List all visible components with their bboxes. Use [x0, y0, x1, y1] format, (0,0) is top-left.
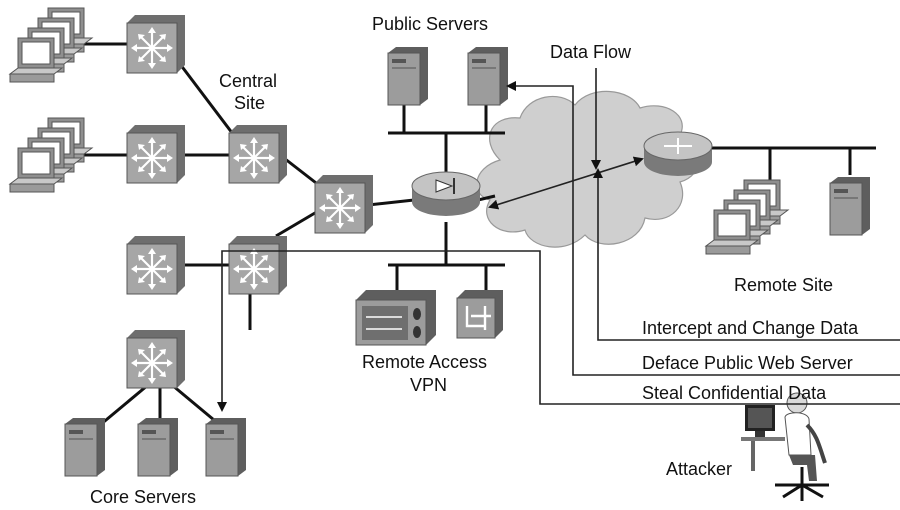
switch-icon: [125, 234, 187, 296]
pc-stack-icon: [10, 8, 92, 82]
attacker-icon: [741, 392, 829, 501]
central-site-label-line2: Site: [234, 93, 265, 113]
attack-paths: [217, 68, 900, 412]
steal-label: Steal Confidential Data: [642, 383, 827, 403]
server-icon: [205, 417, 247, 477]
router-icon: [643, 131, 713, 177]
firewall-icon: [411, 171, 481, 217]
attacker-label: Attacker: [666, 459, 732, 479]
core-servers-label: Core Servers: [90, 487, 196, 507]
central-site-label-line1: Central: [219, 71, 277, 91]
switch-icon: [125, 123, 187, 185]
switch-icon: [313, 173, 375, 235]
public-servers-label: Public Servers: [372, 14, 488, 34]
server-icon: [64, 417, 106, 477]
server-icon: [137, 417, 179, 477]
pc-stack-icon: [10, 118, 92, 192]
server-icon: [387, 46, 429, 106]
deface-label: Deface Public Web Server: [642, 353, 853, 373]
switch-icon: [125, 13, 187, 75]
switch-icon: [227, 234, 289, 296]
remote-access-label-line2: VPN: [410, 375, 447, 395]
remote-access-label-line1: Remote Access: [362, 352, 487, 372]
switch-icon: [227, 123, 289, 185]
switch-icon: [125, 328, 187, 390]
intercept-label: Intercept and Change Data: [642, 318, 859, 338]
access-server-icon: [456, 290, 503, 339]
vpn-concentrator-icon: [355, 290, 436, 346]
server-icon: [829, 176, 871, 236]
server-icon: [467, 46, 509, 106]
pc-stack-icon: [706, 180, 788, 254]
data-flow-label: Data Flow: [550, 42, 632, 62]
remote-site-label: Remote Site: [734, 275, 833, 295]
